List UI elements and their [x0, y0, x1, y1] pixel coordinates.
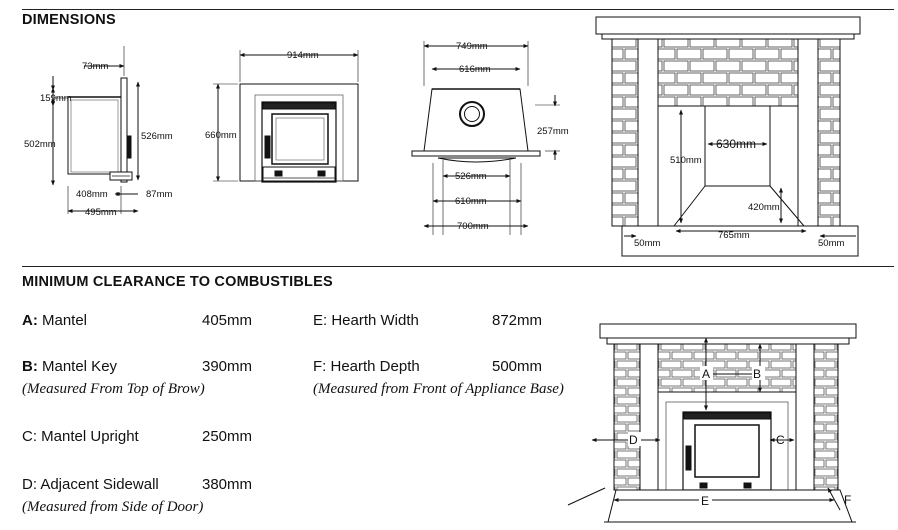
clearance-label-d: D — [629, 433, 638, 447]
clearance-diagram — [567, 323, 857, 523]
clearance-f-label: F: Hearth Depth — [313, 358, 420, 375]
dim-50-left: 50mm — [634, 238, 660, 249]
dim-660: 660mm — [205, 130, 237, 141]
clearance-e-label: E: Hearth Width — [313, 312, 419, 329]
clearance-f-note: (Measured from Front of Appliance Base) — [313, 381, 564, 397]
clearance-a-value: 405mm — [202, 312, 253, 329]
fireplace-dimension-diagram — [595, 16, 861, 257]
dim-610: 610mm — [455, 196, 487, 207]
dim-616: 616mm — [459, 64, 491, 75]
dim-700: 700mm — [457, 221, 489, 232]
dim-87: 87mm — [146, 189, 172, 200]
side-view-labels: 73mm 159mm 502mm 526mm 408mm 87mm 495mm — [24, 61, 173, 218]
fireplace-dimension-labels: 630mm 510mm 420mm 765mm 50mm 50mm — [634, 137, 844, 249]
clearance-label-e: E — [701, 494, 709, 508]
front-view-labels: 914mm 660mm — [205, 50, 319, 141]
clearance-label-f: F — [844, 493, 851, 507]
dim-630: 630mm — [716, 137, 756, 151]
side-view-diagram — [51, 46, 140, 214]
clearance-heading: MINIMUM CLEARANCE TO COMBUSTIBLES — [22, 274, 333, 290]
clearance-b-value: 390mm — [202, 358, 253, 375]
clearance-c-value: 250mm — [202, 428, 253, 445]
clearance-label-b: B — [753, 367, 761, 381]
dimensions-heading: DIMENSIONS — [22, 12, 116, 28]
top-view-diagram — [411, 41, 560, 235]
dim-502: 502mm — [24, 139, 56, 150]
clearance-b-label: B: Mantel Key — [22, 358, 118, 375]
clearance-diagram-labels: A B C D E F — [628, 366, 851, 508]
dim-495: 495mm — [85, 207, 117, 218]
clearance-c-label: C: Mantel Upright — [22, 428, 139, 445]
middle-rule — [22, 266, 894, 267]
dim-765: 765mm — [718, 230, 750, 241]
dim-257: 257mm — [537, 126, 569, 137]
dim-914: 914mm — [287, 50, 319, 61]
dim-526-top: 526mm — [455, 171, 487, 182]
dim-526-side: 526mm — [141, 131, 173, 142]
clearance-b-note: (Measured From Top of Brow) — [22, 381, 205, 397]
clearance-f-value: 500mm — [492, 358, 543, 375]
clearance-d-value: 380mm — [202, 476, 253, 493]
dim-408: 408mm — [76, 189, 108, 200]
clearance-d-note: (Measured from Side of Door) — [22, 499, 204, 515]
dim-50-right: 50mm — [818, 238, 844, 249]
dim-159: 159mm — [40, 93, 72, 104]
dim-510: 510mm — [670, 155, 702, 166]
dim-420: 420mm — [748, 202, 780, 213]
clearance-e-value: 872mm — [492, 312, 543, 329]
clearance-d-label: D: Adjacent Sidewall — [22, 476, 159, 493]
top-view-labels: 749mm 616mm 257mm 526mm 610mm 700mm — [455, 41, 569, 232]
dim-749: 749mm — [456, 41, 488, 52]
dim-73: 73mm — [82, 61, 108, 72]
front-view-diagram — [213, 50, 359, 183]
clearance-label-a: A — [702, 367, 710, 381]
clearance-label-c: C — [776, 433, 785, 447]
top-rule — [22, 9, 894, 10]
clearance-a-label: A: Mantel — [22, 312, 88, 329]
